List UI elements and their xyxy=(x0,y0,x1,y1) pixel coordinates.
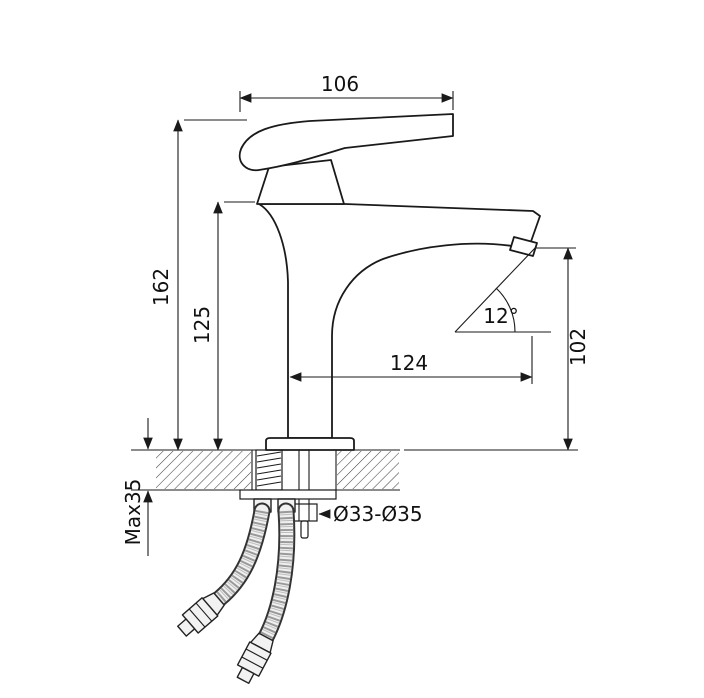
faucet xyxy=(238,113,541,451)
dim-label-12deg: 12° xyxy=(483,304,518,328)
dimension-counter-thickness: Max35 xyxy=(121,418,157,556)
outlet-angle-callout: 12° xyxy=(454,246,551,333)
dimension-outlet-height: 102 xyxy=(404,247,590,451)
supply-hoses xyxy=(177,502,296,685)
dim-label-124: 124 xyxy=(390,351,428,375)
dimension-spout-reach: 124 xyxy=(289,336,533,384)
countertop xyxy=(155,449,400,491)
dim-label-106: 106 xyxy=(321,72,359,96)
base-flange xyxy=(265,437,355,451)
dim-label-hole-diameter: Ø33-Ø35 xyxy=(333,502,423,526)
dimension-total-height: 162 xyxy=(149,119,247,451)
counter-hatch-left xyxy=(156,451,251,489)
shank-thread-lines xyxy=(256,451,282,487)
stud-tip xyxy=(300,520,309,539)
fitting-nipple xyxy=(177,618,196,637)
dim-label-max35: Max35 xyxy=(121,479,145,546)
counter-hatch-right xyxy=(337,451,399,489)
hose-end-fitting-left xyxy=(177,592,225,637)
dimension-spout-width: 106 xyxy=(239,72,454,112)
angle-flow-line xyxy=(454,246,537,333)
hole-diameter-callout: Ø33-Ø35 xyxy=(318,502,423,526)
horseshoe-washer xyxy=(239,489,337,500)
supply-hose-left xyxy=(210,502,271,608)
aerator xyxy=(509,236,538,257)
fitting-nipple xyxy=(236,666,255,685)
dim-label-162: 162 xyxy=(149,268,173,306)
dim-label-102: 102 xyxy=(566,328,590,366)
supply-hose-right xyxy=(257,502,296,646)
hose-end-fitting-right xyxy=(236,632,274,685)
angle-arc xyxy=(495,287,516,333)
handle-base-cone xyxy=(256,159,345,205)
dim-label-125: 125 xyxy=(190,306,214,344)
dimension-body-height: 125 xyxy=(190,201,255,451)
lever-handle xyxy=(238,113,454,172)
